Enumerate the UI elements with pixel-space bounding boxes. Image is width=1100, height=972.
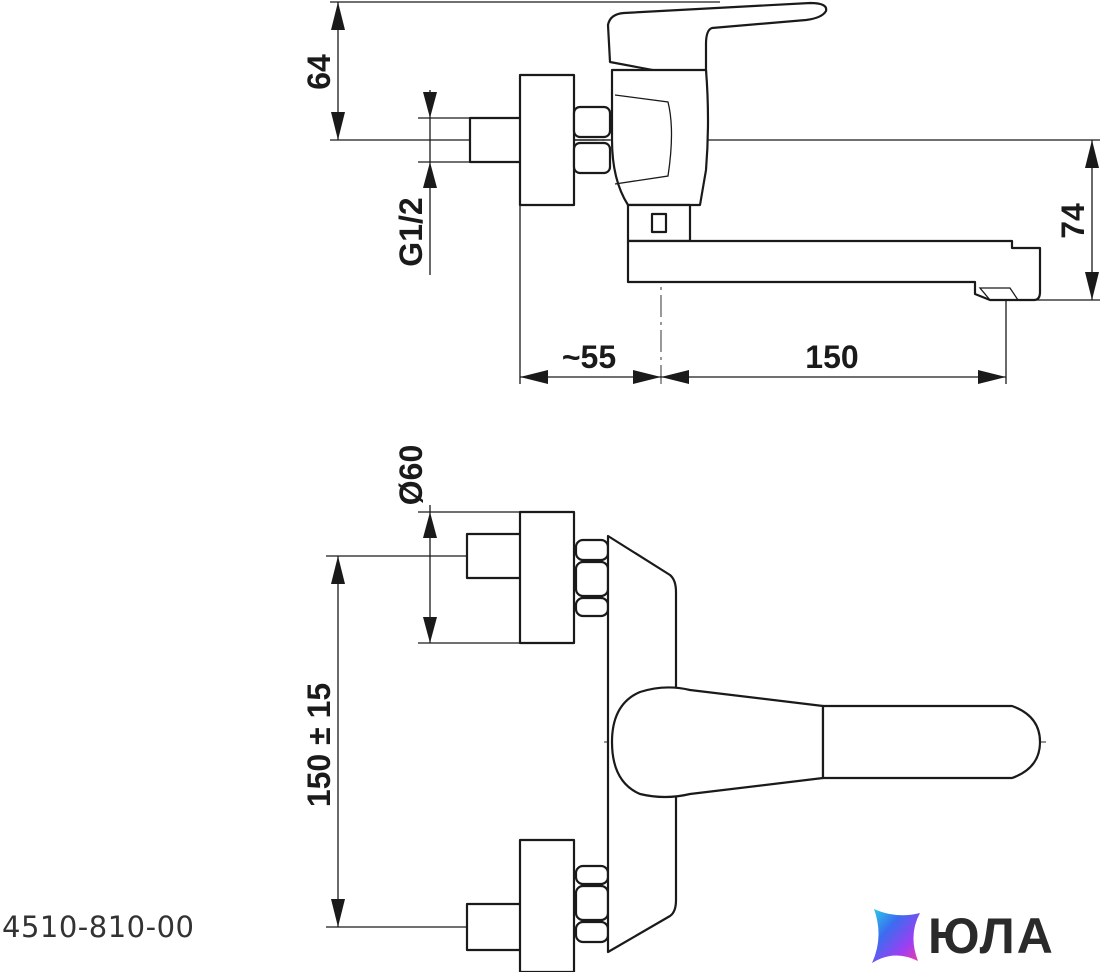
dim-arrow-64-bottom (331, 112, 345, 140)
side-nut-lower (572, 141, 612, 175)
front-view: Ø60 150 ± 15 (301, 445, 1050, 972)
dim-height-right-label: 74 (1055, 203, 1091, 239)
side-nut-upper (572, 105, 612, 139)
side-lever (606, 1, 828, 82)
dim-arrow-diameter-bottom (423, 617, 437, 643)
side-aerator (978, 287, 1020, 301)
side-collar-notch (650, 212, 668, 234)
dim-arrow-150-left (661, 370, 689, 384)
front-lever-base (610, 686, 825, 799)
side-rosette (518, 73, 576, 207)
dim-arrow-150-right (978, 370, 1006, 384)
front-inlet-stub-lower (465, 902, 523, 952)
article-code: 4510-810-00 (2, 910, 195, 944)
dim-diameter-label: Ø60 (393, 445, 429, 505)
dim-depth-label: ~55 (562, 339, 616, 375)
dim-arrow-spacing-bottom (331, 899, 345, 927)
dim-arrow-55-right (633, 370, 661, 384)
side-spout (626, 239, 1042, 302)
brand-name: ЮЛА (928, 908, 1055, 964)
front-inlet-stub-upper (465, 532, 523, 580)
front-nut-upper-c (574, 596, 610, 618)
dim-arrow-64-top (331, 2, 345, 30)
side-inlet-stub (468, 116, 524, 164)
dim-arrow-spacing-top (331, 556, 345, 584)
front-rosette-upper (518, 510, 576, 645)
dim-height-top-label: 64 (301, 54, 337, 90)
dim-reach-label: 150 (805, 339, 858, 375)
dim-thread-label: G1/2 (393, 197, 429, 266)
front-lever-handle (821, 704, 1042, 780)
front-rosette-lower (518, 838, 576, 972)
brand-logo: ЮЛА (868, 905, 1098, 969)
side-body-facet (614, 94, 673, 185)
dim-arrow-thread-top (423, 92, 437, 118)
dim-arrow-55-left (520, 370, 548, 384)
front-nut-upper-b (574, 560, 610, 598)
front-nut-lower-a (574, 864, 610, 886)
front-nut-upper-a (574, 538, 610, 562)
dim-spacing-label: 150 ± 15 (301, 683, 337, 807)
dim-arrow-thread-bottom (423, 162, 437, 188)
dim-arrow-74-top (1085, 140, 1099, 168)
front-nut-lower-b (574, 884, 610, 922)
side-view: 64 G1/2 74 ~55 150 (301, 1, 1100, 384)
front-nut-lower-c (574, 920, 610, 944)
dim-arrow-diameter-top (423, 512, 437, 538)
brand-star-icon (872, 909, 920, 963)
side-body (610, 68, 710, 207)
dim-arrow-74-bottom (1085, 272, 1099, 300)
